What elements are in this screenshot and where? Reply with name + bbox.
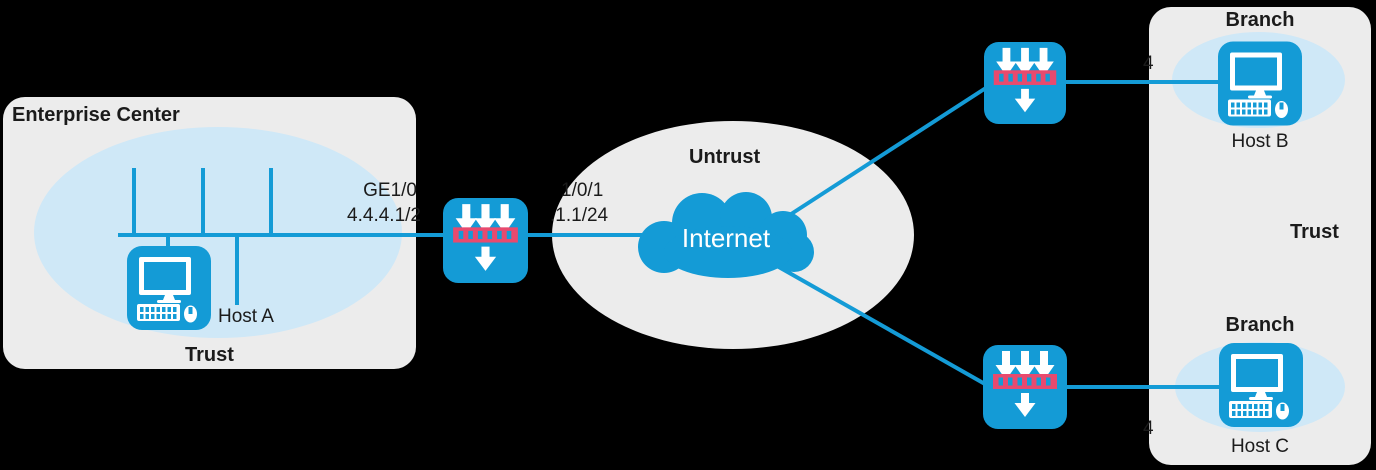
- firewall-icon: [443, 198, 528, 283]
- firewall-right-interface-label-line2: .1.1/24: [550, 205, 609, 226]
- branch-bottom-title: Branch: [1225, 314, 1295, 336]
- host-a-computer-icon: [127, 246, 211, 330]
- firewall-left-interface-label-line1: GE1/0: [363, 180, 417, 201]
- host-a-label: Host A: [218, 306, 274, 327]
- host-b-label: Host B: [1231, 131, 1289, 152]
- firewall-right-interface-label-line1: 1/0/1: [561, 180, 604, 201]
- internet-label: Internet: [681, 223, 771, 253]
- branch-top-link-label-fragment: 4: [1143, 53, 1154, 74]
- host-b-computer-icon: [1218, 41, 1302, 126]
- untrust-label: Untrust: [689, 146, 761, 168]
- firewall-icon: [983, 42, 1067, 124]
- enterprise-lan-ellipse: [34, 127, 402, 338]
- trust-label-right: Trust: [1290, 221, 1339, 243]
- firewall-icon: [983, 345, 1067, 429]
- enterprise-title: Enterprise Center: [12, 104, 180, 126]
- trust-label-left: Trust: [185, 344, 234, 366]
- host-c-label: Host C: [1230, 436, 1290, 457]
- internet-cloud-icon: [638, 192, 814, 278]
- firewall-left-interface-label-line2: 4.4.4.1/2: [347, 205, 421, 226]
- host-c-computer-icon: [1219, 343, 1303, 427]
- branch-top-title: Branch: [1225, 9, 1295, 31]
- branch-bottom-link-label-fragment: 4: [1143, 418, 1154, 439]
